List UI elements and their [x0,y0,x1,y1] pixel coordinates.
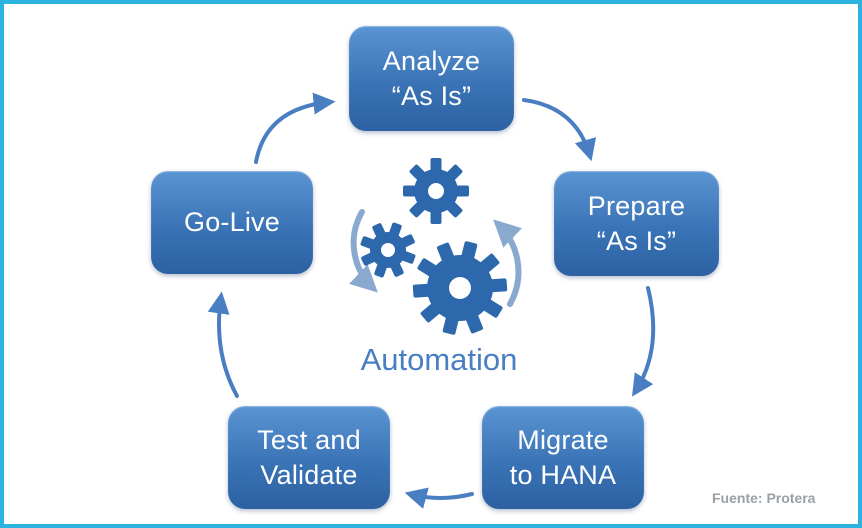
gear-left [360,222,416,278]
arrow-migrate-to-test [404,487,474,509]
node-go-live: Go-Live [151,171,313,274]
node-label-line: Test and [257,424,361,455]
node-label-line: to HANA [509,459,617,490]
node-label-line: Analyze [382,45,481,76]
gear-top [403,158,469,224]
node-label-line: Migrate [517,424,609,455]
source-credit: Fuente: Protera [712,490,816,506]
node-analyze-as-is: Analyze “As Is” [349,26,514,131]
node-label-line: Validate [260,459,358,490]
gear-swoosh-right [493,219,522,307]
gear-big [412,241,508,335]
center-caption: Automation [360,342,518,377]
arrow-test-to-golive [207,291,239,398]
node-prepare-as-is: Prepare “As Is” [554,171,719,276]
cycle-arrows-layer [207,92,656,509]
node-migrate-to-hana: Migrate to HANA [482,406,644,509]
node-label-line: “As Is” [391,80,472,111]
arrow-analyze-to-prepare [522,98,597,162]
node-label-line: Prepare [587,190,686,221]
node-label-line: “As Is” [596,225,677,256]
arrow-golive-to-analyze [254,92,336,164]
arrow-prepare-to-migrate [632,286,656,397]
node-test-and-validate: Test and Validate [228,406,390,509]
node-label-line: Go-Live [184,207,280,238]
gears-icon [349,158,522,335]
gear-swoosh-left [349,209,378,293]
